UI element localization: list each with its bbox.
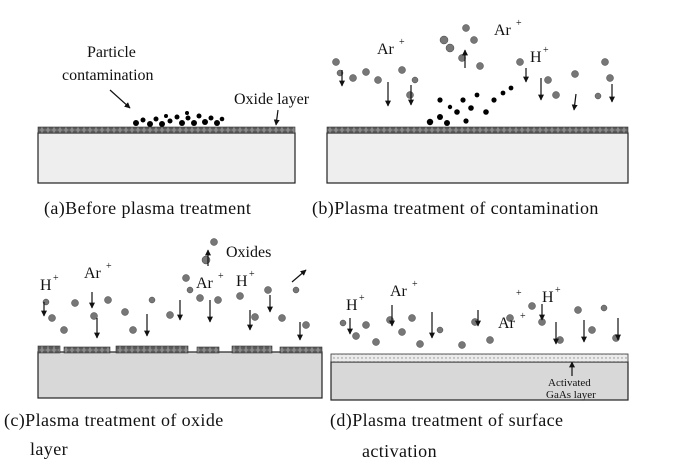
oxide-layer-a [37, 126, 296, 134]
particles-b [426, 85, 514, 126]
substrate-b [326, 132, 629, 184]
ion-ar-d1: Ar [390, 283, 408, 300]
ion-ar-d2: Ar [498, 315, 516, 332]
ion-h-c2-charge: + [249, 269, 255, 280]
ion-ar-b1: Ar [377, 41, 395, 58]
loose-charge-d: + [516, 288, 522, 299]
panel-d: H + Ar + H + + Ar + Activated GaAs layer… [330, 279, 629, 461]
caption-a: (a)Before plasma treatment [44, 198, 251, 219]
ion-ar-c2: Ar [196, 275, 214, 292]
ions-b [332, 24, 614, 100]
caption-d-line2: activation [362, 441, 437, 461]
ion-ar-c1: Ar [84, 265, 102, 282]
panel-b: Ar + Ar + H + (b)Plasma treatment of con… [312, 18, 629, 219]
ion-h-c1-charge: + [53, 273, 59, 284]
ion-ar-b1-charge: + [399, 37, 405, 48]
ion-labels-d: H + Ar + H + + Ar + [346, 279, 561, 332]
substrate-a [37, 132, 296, 184]
ion-labels-b: Ar + Ar + H + [377, 18, 549, 66]
ion-h-c1: H [40, 277, 52, 294]
oxide-remnants-c [37, 345, 323, 354]
ion-arrows-d [347, 304, 621, 376]
particle-contamination [133, 111, 225, 127]
ion-ar-d1-charge: + [412, 279, 418, 290]
ion-h-c2: H [236, 273, 248, 290]
activated-label-2: GaAs layer [546, 389, 596, 401]
oxide-layer-b [326, 126, 629, 134]
caption-c-line2: layer [30, 439, 68, 459]
activated-label-1: Activated [548, 377, 591, 389]
panel-a: Particle contamination Oxide layer (a)Be… [37, 44, 310, 219]
ion-h-d2-charge: + [555, 285, 561, 296]
ion-ar-b2-charge: + [516, 18, 522, 29]
particle-label-2: contamination [62, 67, 154, 84]
ion-h-b-charge: + [543, 45, 549, 56]
ions-d [339, 302, 620, 349]
ion-arrows-b [339, 49, 615, 111]
ion-ar-c2-charge: + [218, 271, 224, 282]
activated-layer-d [330, 353, 629, 363]
caption-b: (b)Plasma treatment of contamination [312, 198, 599, 219]
particle-label-1: Particle [87, 44, 136, 61]
oxide-layer-label: Oxide layer [234, 91, 310, 108]
panel-c: H + Ar + Ar + H + Oxides (c)Plasma treat… [4, 238, 323, 459]
oxides-label: Oxides [226, 244, 271, 261]
caption-c-line1: (c)Plasma treatment of oxide [4, 410, 224, 431]
ion-ar-d2-charge: + [520, 311, 526, 322]
ion-h-d1: H [346, 297, 358, 314]
substrate-c [37, 351, 323, 399]
ion-ar-b2: Ar [494, 22, 512, 39]
ion-ar-c1-charge: + [106, 261, 112, 272]
particle-arrow [109, 89, 131, 109]
caption-d-line1: (d)Plasma treatment of surface [330, 410, 563, 431]
ion-labels-c: H + Ar + Ar + H + [40, 261, 255, 294]
oxide-arrow [273, 109, 280, 126]
ion-arrows-c [41, 249, 307, 341]
ion-h-d2: H [542, 289, 554, 306]
ions-c [42, 238, 310, 334]
ion-h-d1-charge: + [359, 293, 365, 304]
ion-h-b: H [530, 49, 542, 66]
